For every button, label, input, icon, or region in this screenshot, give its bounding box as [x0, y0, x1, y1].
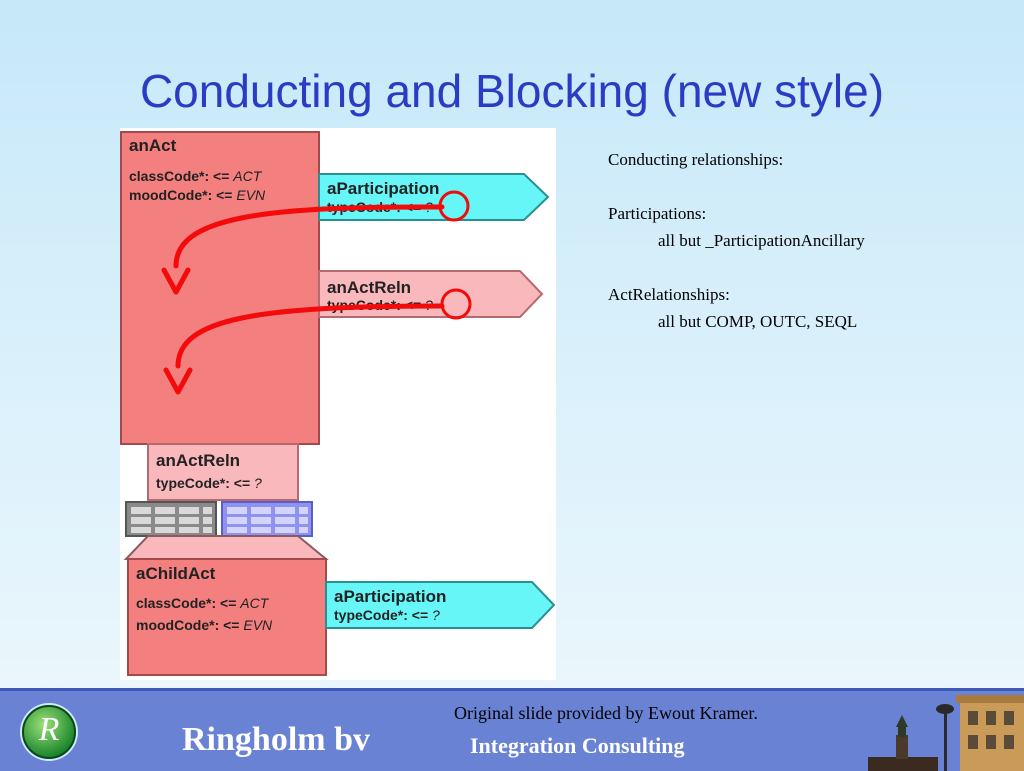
conducting-arrowhead-top	[161, 267, 191, 295]
act-box	[120, 131, 320, 445]
act-reln-mid-name: anActReln	[156, 451, 240, 470]
actrel-label: ActRelationships:	[608, 285, 730, 304]
actrel-value: all but COMP, OUTC, SEQL	[658, 312, 858, 331]
child-act-class-code: classCode*: <= ACT	[136, 595, 270, 611]
choice-box-blue	[221, 501, 313, 537]
act-reln-top-name: anActReln	[327, 278, 411, 297]
conducting-notes: Conducting relationships: Participations…	[608, 146, 1008, 335]
participations-label: Participations:	[608, 204, 707, 223]
participation-bottom-shape	[325, 581, 556, 629]
ringholm-logo: R	[22, 705, 76, 759]
child-act-name: aChildAct	[136, 564, 216, 583]
conducting-arrow-top	[173, 204, 445, 269]
participations-value: all but _ParticipationAncillary	[658, 231, 865, 250]
building-photo	[860, 691, 1024, 771]
participation-bottom-type-code: typeCode*: <= ?	[334, 607, 440, 623]
child-act-mood-code: moodCode*: <= EVN	[136, 617, 273, 633]
conducting-arrowhead-mid	[163, 367, 193, 395]
footer-bar: R Original slide provided by Ewout Krame…	[0, 688, 1024, 771]
act-mood-code: moodCode*: <= EVN	[129, 187, 266, 203]
participation-bottom-name: aParticipation	[334, 587, 446, 606]
footer-tagline: Integration Consulting	[470, 733, 685, 758]
act-name: anAct	[129, 136, 177, 155]
act-class-code: classCode*: <= ACT	[129, 168, 263, 184]
conducting-arrow-mid	[175, 303, 445, 369]
act-reln-target-connector	[123, 535, 329, 560]
footer-credit: Original slide provided by Ewout Kramer.	[454, 703, 758, 723]
participation-top-name: aParticipation	[327, 179, 439, 198]
act-reln-mid-type-code: typeCode*: <= ?	[156, 475, 262, 491]
notes-heading: Conducting relationships:	[608, 150, 784, 169]
slide-title: Conducting and Blocking (new style)	[139, 65, 885, 117]
rim-diagram: anAct classCode*: <= ACT moodCode*: <= E…	[120, 128, 556, 680]
footer-brand: Ringholm bv	[182, 721, 370, 758]
act-reln-mid-box	[147, 443, 299, 501]
choice-box-gray	[125, 501, 217, 537]
diagram-canvas: anAct classCode*: <= ACT moodCode*: <= E…	[120, 131, 556, 676]
